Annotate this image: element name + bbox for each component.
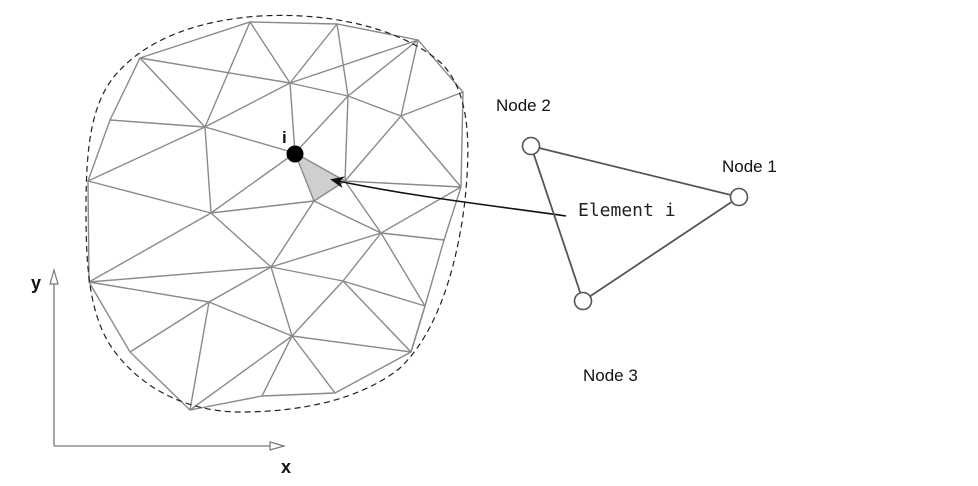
node-3-label: Node 3 [583, 366, 638, 385]
y-axis-label: y [31, 273, 41, 293]
node-1-label: Node 1 [722, 157, 777, 176]
element-label: Element i [578, 200, 676, 221]
node-2-marker [521, 136, 541, 156]
x-axis-label: x [281, 457, 291, 477]
node-i-label: i [282, 128, 287, 147]
mesh [87, 21, 464, 411]
element-pointer-arrow [330, 176, 567, 217]
y-axis-arrow [49, 267, 59, 285]
mesh-interior [87, 21, 464, 411]
node-2-label: Node 2 [496, 96, 551, 115]
node-1-marker [729, 187, 749, 207]
node-3-marker [573, 291, 593, 311]
node-i-point [286, 145, 304, 163]
coordinate-axes: y x [31, 267, 291, 477]
x-axis-arrow [269, 441, 287, 451]
domain-boundary [85, 14, 469, 413]
isolated-element-triangle [529, 144, 742, 303]
